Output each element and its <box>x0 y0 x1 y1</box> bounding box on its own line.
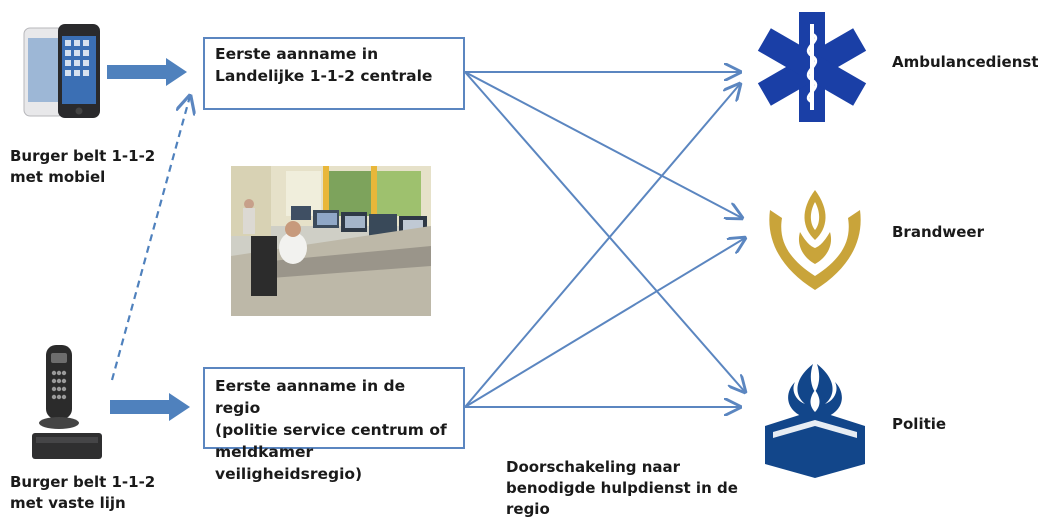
regional-center-box: Eerste aanname in de regio (politie serv… <box>203 367 465 483</box>
forwarding-note-line-2: benodigde hulpdienst in de <box>506 479 738 497</box>
national-box-line-1: Eerste aanname in <box>215 45 379 63</box>
forwarding-note-line-1: Doorschakeling naar <box>506 458 681 476</box>
national-box-line-2: Landelijke 1-1-2 centrale <box>215 67 433 85</box>
service-label-police: Politie <box>892 415 947 433</box>
wire-national-fire <box>464 71 742 218</box>
service-label-fire: Brandweer <box>892 223 984 241</box>
landline-caller-label-1: Burger belt 1-1-2 <box>10 473 156 491</box>
mobile-caller-label-1: Burger belt 1-1-2 <box>10 147 156 165</box>
regional-box-line-1: Eerste aanname in de regio <box>215 377 406 417</box>
service-label-ambulance: Ambulancedienst <box>892 53 1038 71</box>
regional-box-line-3: meldkamer veiligheidsregio) <box>215 443 363 483</box>
fire-department-emblem-icon <box>760 180 870 298</box>
national-112-center-box: Eerste aanname in Landelijke 1-1-2 centr… <box>203 37 465 110</box>
regional-box-line-2: (politie service centrum of <box>215 421 447 439</box>
caller-arrow-landline <box>110 393 190 421</box>
wire-regional-fire <box>464 238 745 408</box>
landline-phone-icon <box>32 345 102 459</box>
control-room-photo <box>231 166 431 316</box>
dashed-reroute-arrow <box>110 96 190 381</box>
wire-national-police <box>464 71 745 392</box>
caller-arrow-mobile <box>107 58 187 86</box>
wire-regional-ambulance <box>464 84 740 408</box>
landline-caller-label-2: met vaste lijn <box>10 494 126 512</box>
forwarding-note-line-3: regio <box>506 500 550 518</box>
mobile-caller-label-2: met mobiel <box>10 168 106 186</box>
police-emblem-icon <box>765 364 865 478</box>
ambulance-star-of-life-icon <box>757 12 867 122</box>
mobile-phone-icon <box>23 24 100 118</box>
